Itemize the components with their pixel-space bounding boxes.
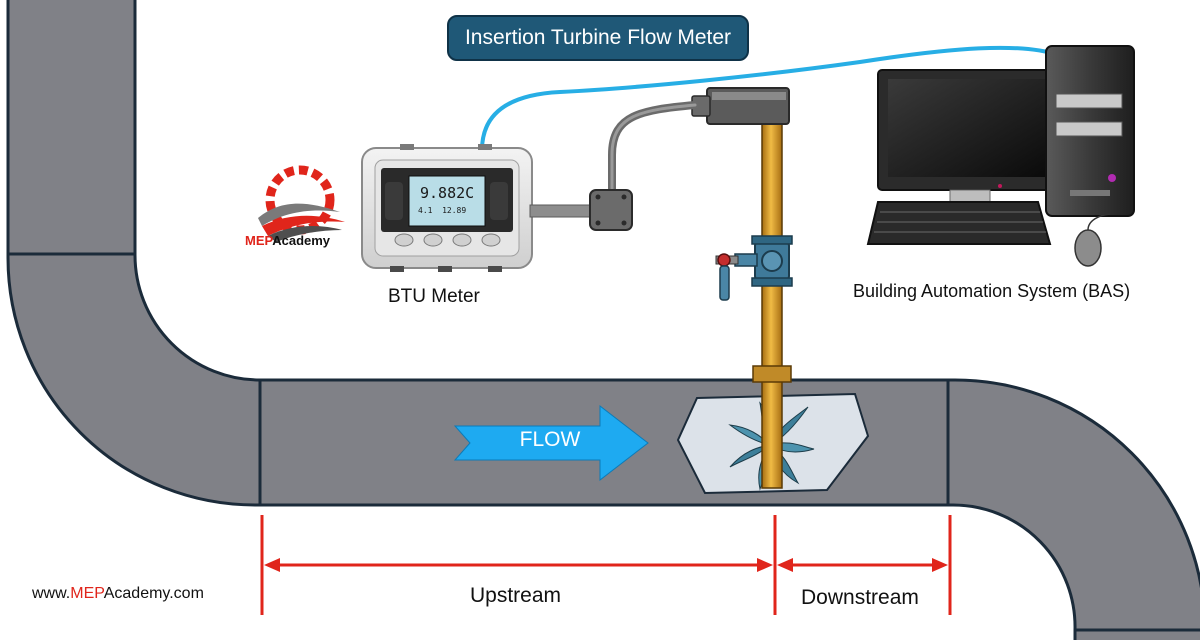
bas-label: Building Automation System (BAS) — [853, 281, 1131, 301]
pipe-right-elbow — [946, 378, 1200, 640]
title-box: Insertion Turbine Flow Meter — [447, 15, 749, 61]
junction-box — [589, 189, 633, 231]
flow-label: FLOW — [519, 428, 581, 451]
upstream-label: Upstream — [470, 584, 562, 607]
dimension-lines — [260, 515, 952, 615]
sensor-cable — [608, 101, 699, 194]
mep-academy-logo — [258, 165, 345, 242]
bas-cable — [480, 45, 1059, 151]
keyboard — [866, 201, 1052, 245]
btu-meter — [361, 144, 633, 272]
logo-text: MEPAcademy — [245, 233, 331, 248]
monitor — [877, 69, 1061, 213]
pc-tower — [1045, 45, 1135, 217]
isolation-valve — [715, 235, 793, 301]
btu-meter-label: BTU Meter — [388, 286, 480, 307]
bas-computer — [866, 45, 1135, 267]
downstream-label: Downstream — [801, 586, 919, 609]
website-url: www.MEPAcademy.com — [32, 585, 204, 602]
mouse — [1074, 213, 1111, 267]
btu-display-reading: 9.882C — [420, 184, 475, 202]
diagram-title: Insertion Turbine Flow Meter — [464, 26, 732, 49]
btu-display-subreadings: 4.1 12.89 — [418, 206, 467, 215]
flow-arrow — [453, 404, 649, 482]
btu-buttons — [394, 233, 501, 247]
insertion-probe — [691, 87, 793, 489]
